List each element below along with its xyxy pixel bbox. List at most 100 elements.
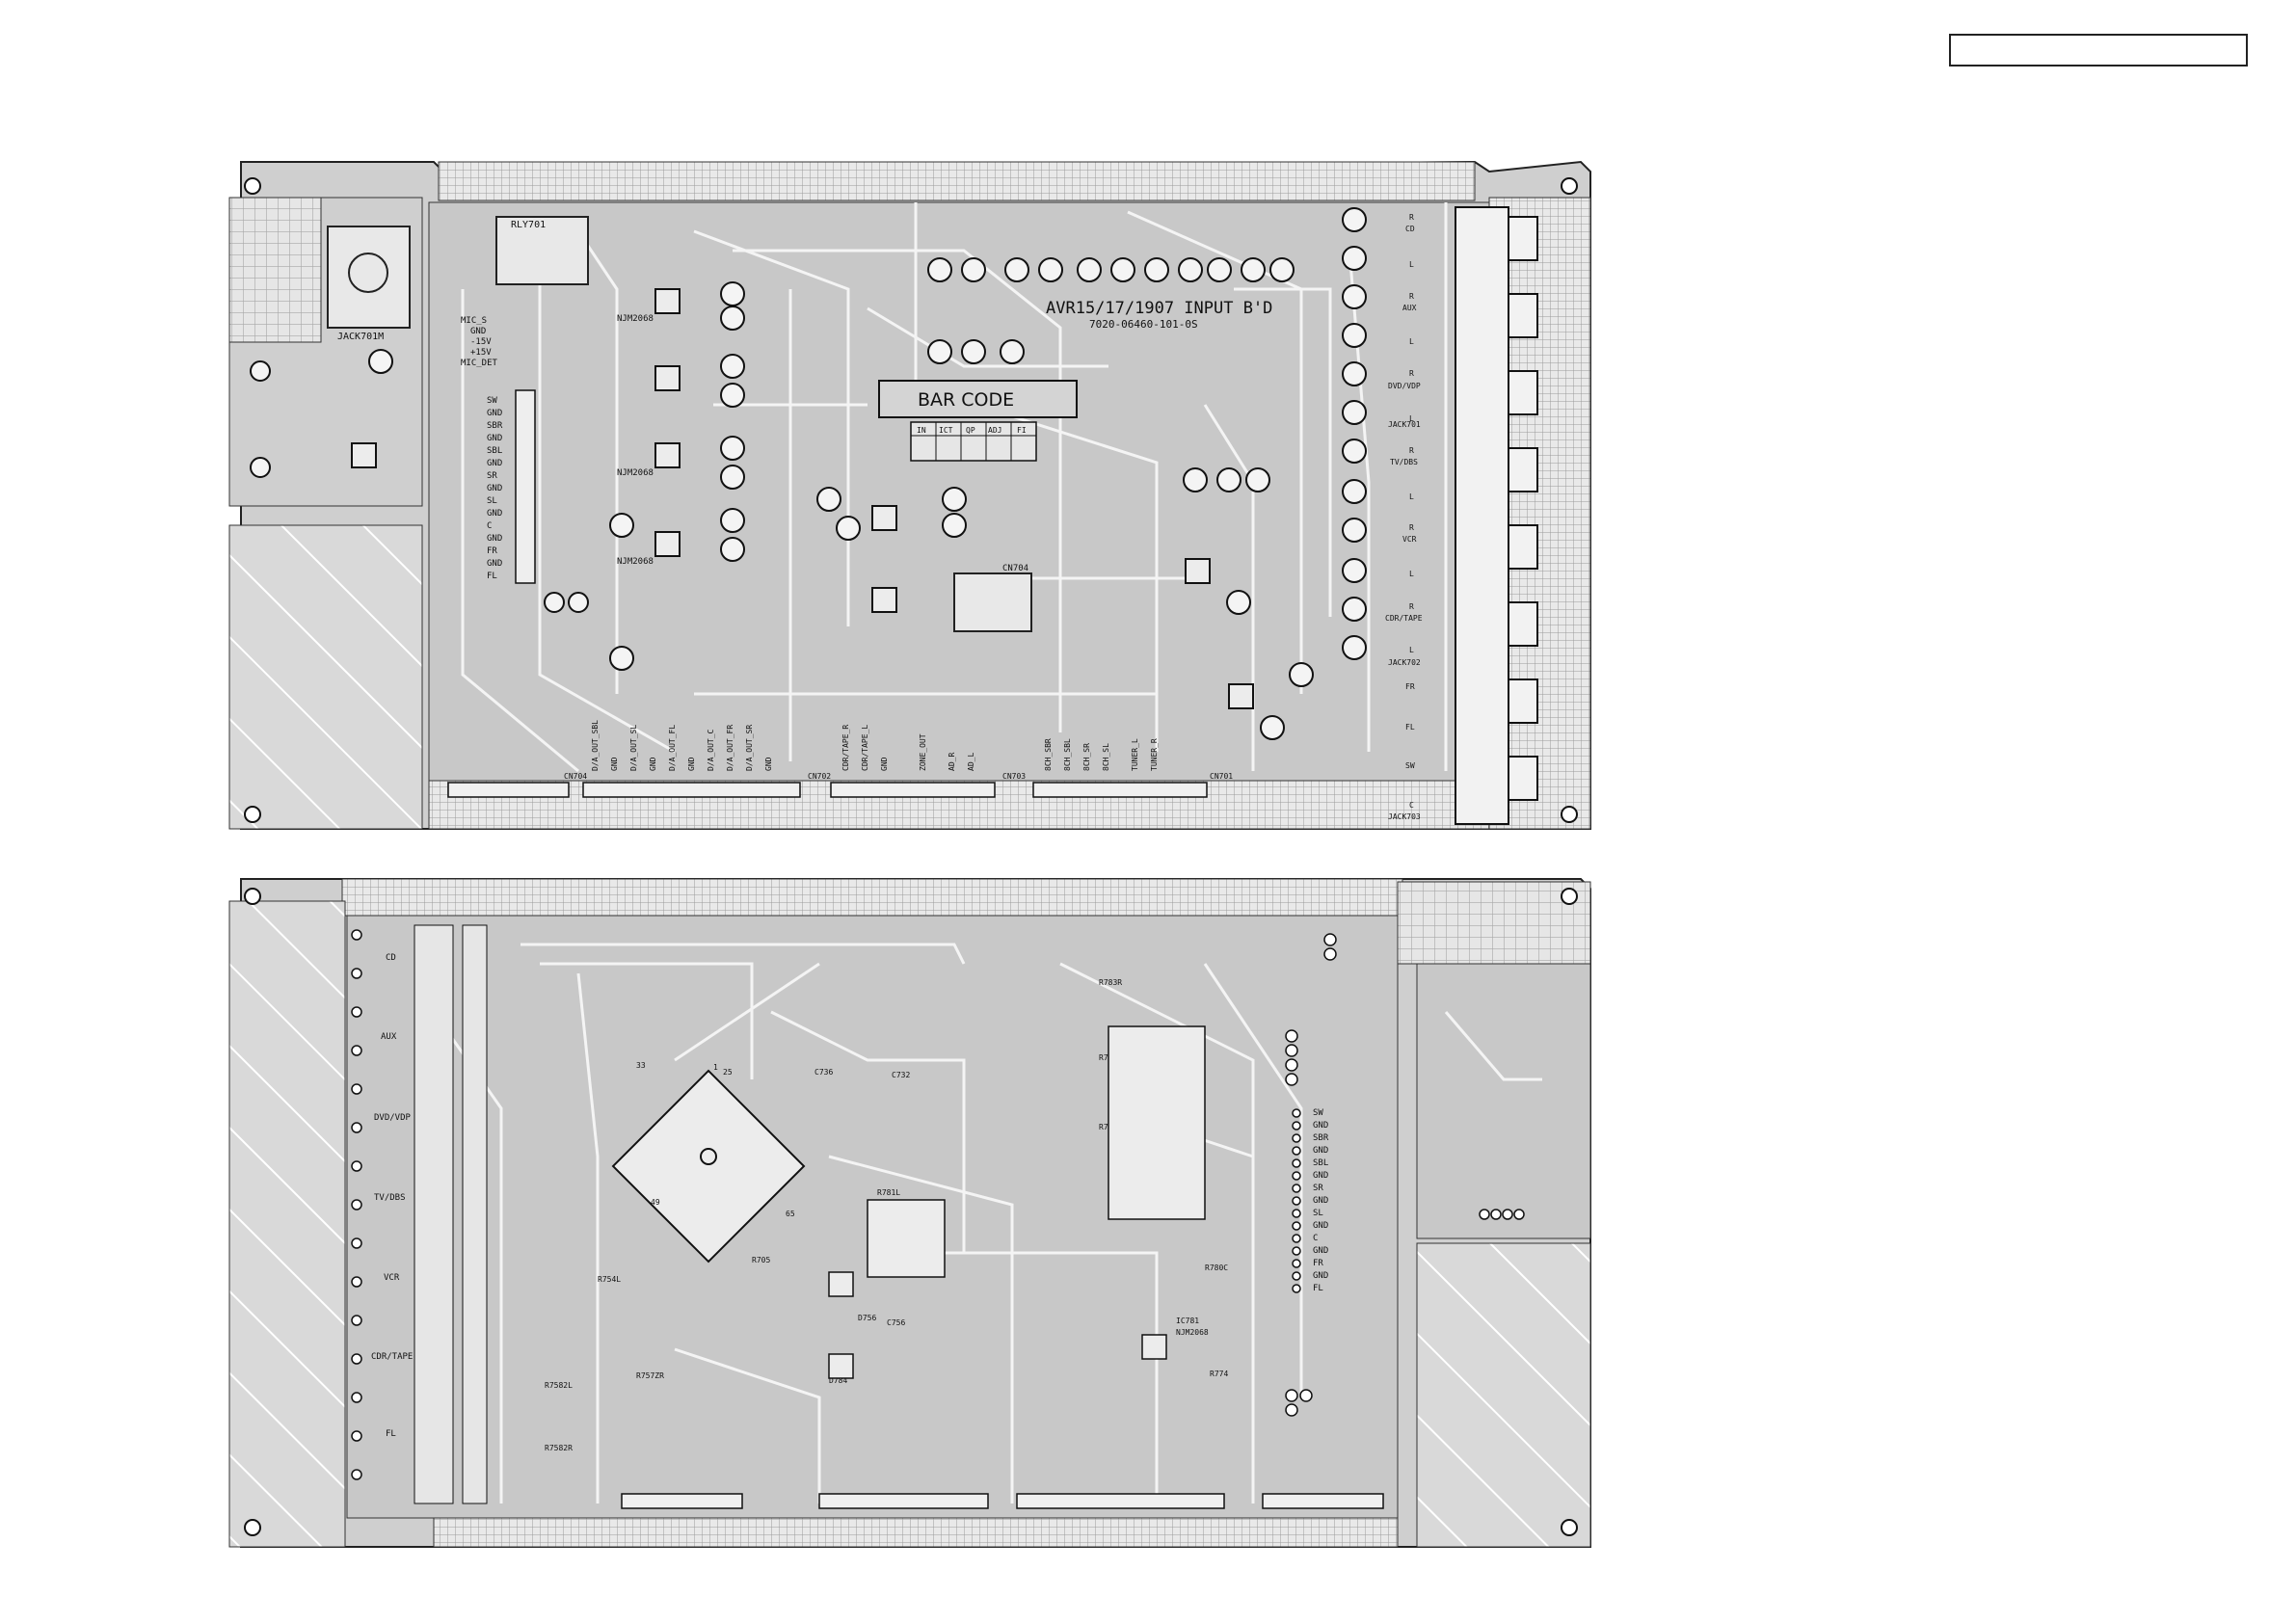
check-ict: ICT xyxy=(939,426,953,435)
mic-label-3: +15V xyxy=(470,348,492,358)
conn-label-16: 8CH_SBR xyxy=(1044,738,1053,771)
bottom-right-label-3: GND xyxy=(1313,1146,1328,1156)
conn-label-13: ZONE_OUT xyxy=(919,733,927,771)
bottom-right-label-9: GND xyxy=(1313,1221,1328,1231)
ic-label-3: NJM2068 xyxy=(617,557,654,567)
in-label-5: L xyxy=(1409,337,1414,346)
pin-1: 1 xyxy=(713,1063,718,1072)
relay2-label: CN704 xyxy=(1002,564,1028,573)
bottom-left-label-0: CD xyxy=(386,953,396,963)
conn-label-21: TUNER_R xyxy=(1150,738,1159,771)
bottom-right-label-14: FL xyxy=(1313,1284,1323,1293)
page-number-box xyxy=(1949,34,2248,67)
in-label-0: R xyxy=(1409,213,1414,222)
in-label-18: L xyxy=(1409,646,1414,654)
bottom-left-label-3: TV/DBS xyxy=(374,1193,406,1203)
rca-jack-block xyxy=(1455,206,1538,825)
jack-mic-label: JACK701M xyxy=(337,332,384,342)
bottom-right-label-0: SW xyxy=(1313,1108,1323,1118)
ref-16: IC781 xyxy=(1176,1317,1199,1325)
in-label-10: R xyxy=(1409,446,1414,455)
board-title: AVR15/17/1907 INPUT B'D xyxy=(1046,299,1272,318)
bottom-left-label-6: FL xyxy=(386,1429,396,1439)
ref-14: R7582L xyxy=(545,1381,573,1390)
ref-12: C756 xyxy=(887,1318,905,1327)
barcode-label: BAR CODE xyxy=(918,389,1014,411)
mic-label-1: GND xyxy=(470,327,486,336)
ref-15: R7582R xyxy=(545,1444,573,1452)
board-part-number: 7020-06460-101-0S xyxy=(1089,318,1198,331)
sw-label-3: GND xyxy=(487,434,502,443)
in-label-23: C xyxy=(1409,801,1414,810)
bottom-left-label-2: DVD/VDP xyxy=(374,1113,412,1123)
conn-label-6: D/A_OUT_C xyxy=(707,729,715,771)
in-label-17: CDR/TAPE xyxy=(1385,614,1423,623)
bottom-left-label-4: VCR xyxy=(384,1273,400,1283)
connector-cn701 xyxy=(1032,782,1208,798)
sw-label-10: C xyxy=(487,521,492,531)
cn702-label: CN702 xyxy=(808,772,831,781)
ref-0: R781L xyxy=(877,1188,900,1197)
in-label-2: L xyxy=(1409,260,1414,269)
conn-label-20: TUNER_L xyxy=(1131,738,1139,771)
check-in: IN xyxy=(917,426,926,435)
in-label-19: JACK702 xyxy=(1388,658,1421,667)
conn-label-3: GND xyxy=(649,757,657,771)
check-adj: ADJ xyxy=(988,426,1001,435)
in-label-24: JACK703 xyxy=(1388,812,1421,821)
bottom-right-label-4: SBL xyxy=(1313,1158,1328,1168)
pin-49: 49 xyxy=(651,1198,660,1207)
ref-17: NJM2068 xyxy=(1176,1328,1209,1337)
in-label-14: VCR xyxy=(1402,535,1417,544)
sw-label-9: GND xyxy=(487,509,502,519)
in-label-1: CD xyxy=(1405,225,1415,233)
ref-5: R780C xyxy=(1205,1264,1228,1272)
in-label-21: FL xyxy=(1405,723,1415,732)
pin-25: 25 xyxy=(723,1068,733,1077)
check-fi: FI xyxy=(1017,426,1027,435)
in-label-4: AUX xyxy=(1402,304,1417,312)
mic-label-0: MIC_S xyxy=(461,316,487,326)
ref-10: D784 xyxy=(829,1376,847,1385)
bottom-right-label-5: GND xyxy=(1313,1171,1328,1181)
check-qp: QP xyxy=(966,426,975,435)
ref-7: C736 xyxy=(814,1068,833,1077)
ref-8: C732 xyxy=(892,1071,910,1079)
sw-label-0: SW xyxy=(487,396,497,406)
in-label-9: JACK701 xyxy=(1388,420,1421,429)
in-label-6: R xyxy=(1409,369,1414,378)
bottom-left-label-5: CDR/TAPE xyxy=(371,1352,413,1362)
conn-label-4: D/A_OUT_FL xyxy=(668,725,677,771)
bottom-right-label-6: SR xyxy=(1313,1184,1323,1193)
bottom-right-label-11: GND xyxy=(1313,1246,1328,1256)
barcode-box xyxy=(878,380,1078,418)
cn701-label: CN701 xyxy=(1210,772,1233,781)
ic-label-2: NJM2068 xyxy=(617,468,654,478)
sw-label-2: SBR xyxy=(487,421,503,431)
in-label-15: L xyxy=(1409,570,1414,578)
conn-label-18: 8CH_SR xyxy=(1082,743,1091,771)
sw-label-12: FR xyxy=(487,546,497,556)
ref-9: R774 xyxy=(1210,1370,1228,1378)
in-label-8: L xyxy=(1409,414,1414,423)
conn-label-12: GND xyxy=(880,757,889,771)
in-label-3: R xyxy=(1409,292,1414,301)
bottom-right-label-10: C xyxy=(1313,1234,1318,1243)
cn703-label: CN703 xyxy=(1002,772,1026,781)
sw-label-11: GND xyxy=(487,534,502,544)
conn-label-1: GND xyxy=(610,757,619,771)
bottom-right-label-2: SBR xyxy=(1313,1133,1329,1143)
ref-6: R754L xyxy=(598,1275,621,1284)
connector-bottom-4 xyxy=(1262,1493,1384,1509)
bottom-right-label-8: SL xyxy=(1313,1209,1323,1218)
sw-label-7: GND xyxy=(487,484,502,493)
bottom-board: 1 25 33 49 65 CD AUX DVD/VDP TV/DBS VCR … xyxy=(228,878,1591,1548)
mic-label-4: MIC_DET xyxy=(461,359,498,368)
relay-label: RLY701 xyxy=(511,220,546,230)
bottom-left-label-1: AUX xyxy=(381,1032,397,1042)
conn-label-2: D/A_OUT_SL xyxy=(629,725,638,771)
sw-label-8: SL xyxy=(487,496,497,506)
sw-label-1: GND xyxy=(487,409,502,418)
ref-1: R783R xyxy=(1099,978,1122,987)
conn-label-15: AD_L xyxy=(967,753,975,771)
